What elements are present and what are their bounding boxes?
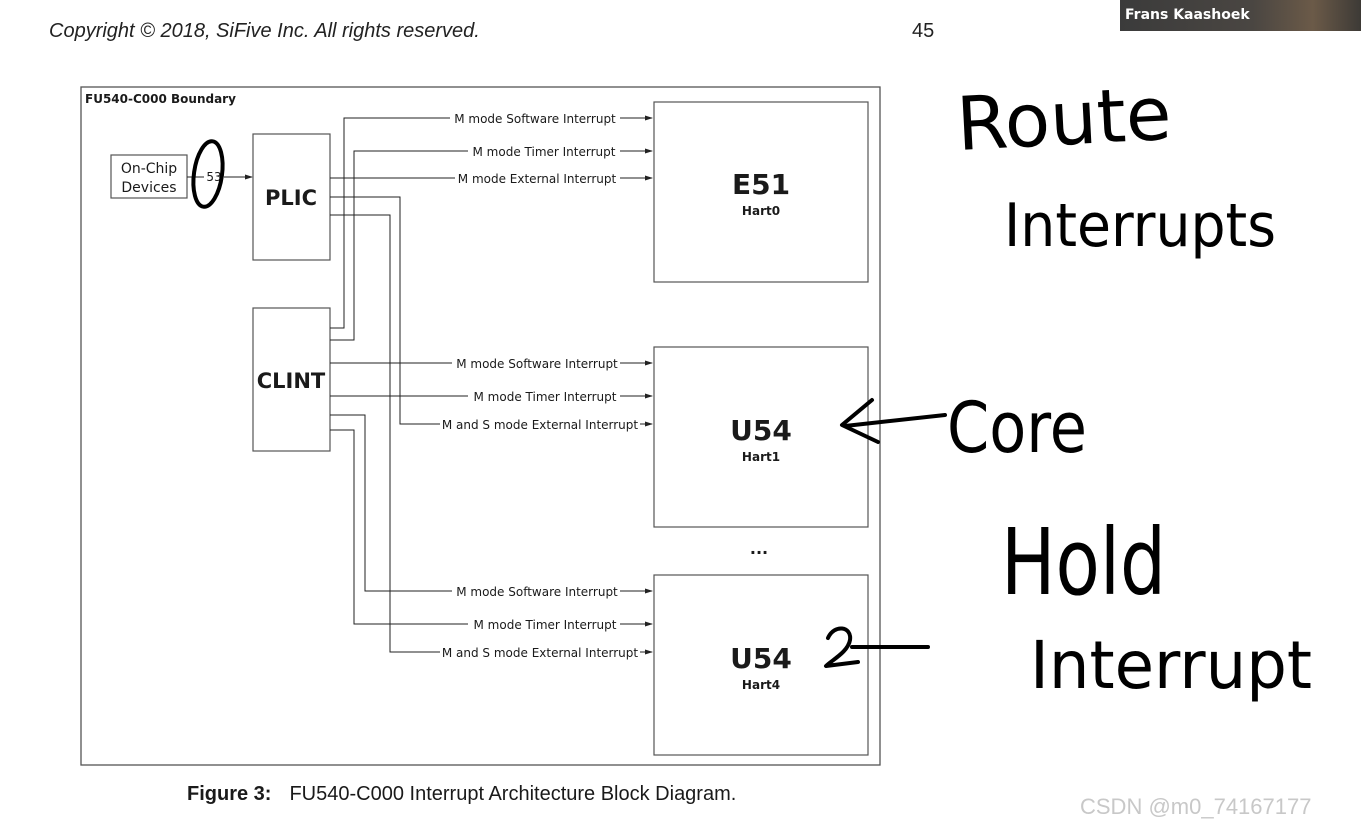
on-chip-devices-box	[110, 154, 188, 199]
core-name-u54-hart1: U54	[730, 414, 792, 447]
figure-caption: Figure 3: FU540-C000 Interrupt Architectu…	[187, 783, 736, 806]
signal-label-h4-ext: M and S mode External Interrupt	[442, 646, 639, 660]
video-participant-tile[interactable]: Frans Kaashoek	[1120, 0, 1361, 31]
signal-label-h4-timer: M mode Timer Interrupt	[474, 618, 617, 632]
on-chip-count: 53	[206, 170, 221, 184]
signal-label-e51-ext: M mode External Interrupt	[458, 172, 617, 186]
signal-label-h1-sw: M mode Software Interrupt	[456, 357, 618, 371]
core-box-u54-hart1	[653, 346, 869, 528]
core-box-e51	[653, 101, 869, 283]
signal-label-h1-ext: M and S mode External Interrupt	[442, 418, 639, 432]
copyright-text: Copyright © 2018, SiFive Inc. All rights…	[49, 20, 480, 42]
clint-label: CLINT	[257, 369, 326, 393]
core-hart-e51: Hart0	[742, 204, 780, 218]
clint-box	[252, 307, 331, 452]
on-chip-label-line2: Devices	[121, 180, 176, 196]
signal-label-e51-sw: M mode Software Interrupt	[454, 112, 616, 126]
figure-label: Figure 3:	[187, 783, 272, 805]
signal-labels: M mode Software Interrupt M mode Timer I…	[440, 111, 640, 660]
core-name-u54-hart4: U54	[730, 642, 792, 675]
core-ellipsis: ...	[750, 539, 768, 558]
watermark-text: CSDN @m0_74167177	[1080, 794, 1312, 819]
core-hart-u54-hart4: Hart4	[742, 678, 780, 692]
on-chip-label-line1: On-Chip	[121, 161, 177, 177]
boundary-label: FU540-C000 Boundary	[85, 92, 236, 106]
page-number: 45	[912, 20, 935, 42]
signal-label-h1-timer: M mode Timer Interrupt	[474, 390, 617, 404]
plic-box	[252, 133, 331, 261]
signal-label-e51-timer: M mode Timer Interrupt	[473, 145, 616, 159]
participant-name: Frans Kaashoek	[1125, 7, 1250, 23]
core-name-e51: E51	[732, 168, 790, 201]
core-hart-u54-hart1: Hart1	[742, 450, 780, 464]
plic-label: PLIC	[265, 186, 317, 210]
figure-title: FU540-C000 Interrupt Architecture Block …	[289, 783, 737, 805]
signal-label-h4-sw: M mode Software Interrupt	[456, 585, 618, 599]
